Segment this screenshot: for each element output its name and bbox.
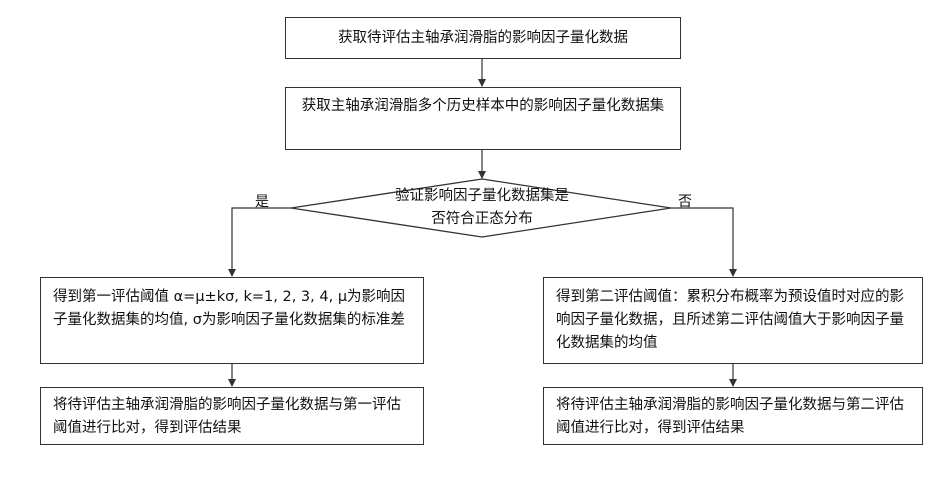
first-compare-text: 将待评估主轴承润滑脂的影响因子量化数据与第一评估阈值进行比对，得到评估结果: [53, 394, 413, 440]
arrow-no-branch: [671, 208, 733, 276]
second-compare-box: 将待评估主轴承润滑脂的影响因子量化数据与第二评估阈值进行比对，得到评估结果: [543, 387, 923, 445]
no-label: 否: [678, 191, 692, 211]
step-get-target-data-text: 获取待评估主轴承润滑脂的影响因子量化数据: [286, 27, 680, 50]
step-get-target-data-box: 获取待评估主轴承润滑脂的影响因子量化数据: [285, 17, 681, 59]
yes-label: 是: [255, 191, 269, 211]
first-threshold-box: 得到第一评估阈值 α=μ±kσ, k=1, 2, 3, 4, μ为影响因子量化数…: [40, 277, 424, 364]
step-get-history-data-text: 获取主轴承润滑脂多个历史样本中的影响因子量化数据集: [298, 95, 668, 118]
arrow-yes-branch: [232, 208, 291, 276]
first-compare-box: 将待评估主轴承润滑脂的影响因子量化数据与第一评估阈值进行比对，得到评估结果: [40, 387, 424, 445]
decision-text: 验证影响因子量化数据集是否符合正态分布: [390, 185, 574, 231]
second-compare-text: 将待评估主轴承润滑脂的影响因子量化数据与第二评估阈值进行比对，得到评估结果: [556, 394, 912, 440]
second-threshold-text: 得到第二评估阈值：累积分布概率为预设值时对应的影响因子量化数据，且所述第二评估阈…: [556, 286, 912, 355]
step-get-history-data-box: 获取主轴承润滑脂多个历史样本中的影响因子量化数据集: [285, 87, 681, 150]
first-threshold-text: 得到第一评估阈值 α=μ±kσ, k=1, 2, 3, 4, μ为影响因子量化数…: [53, 286, 413, 332]
second-threshold-box: 得到第二评估阈值：累积分布概率为预设值时对应的影响因子量化数据，且所述第二评估阈…: [543, 277, 923, 364]
